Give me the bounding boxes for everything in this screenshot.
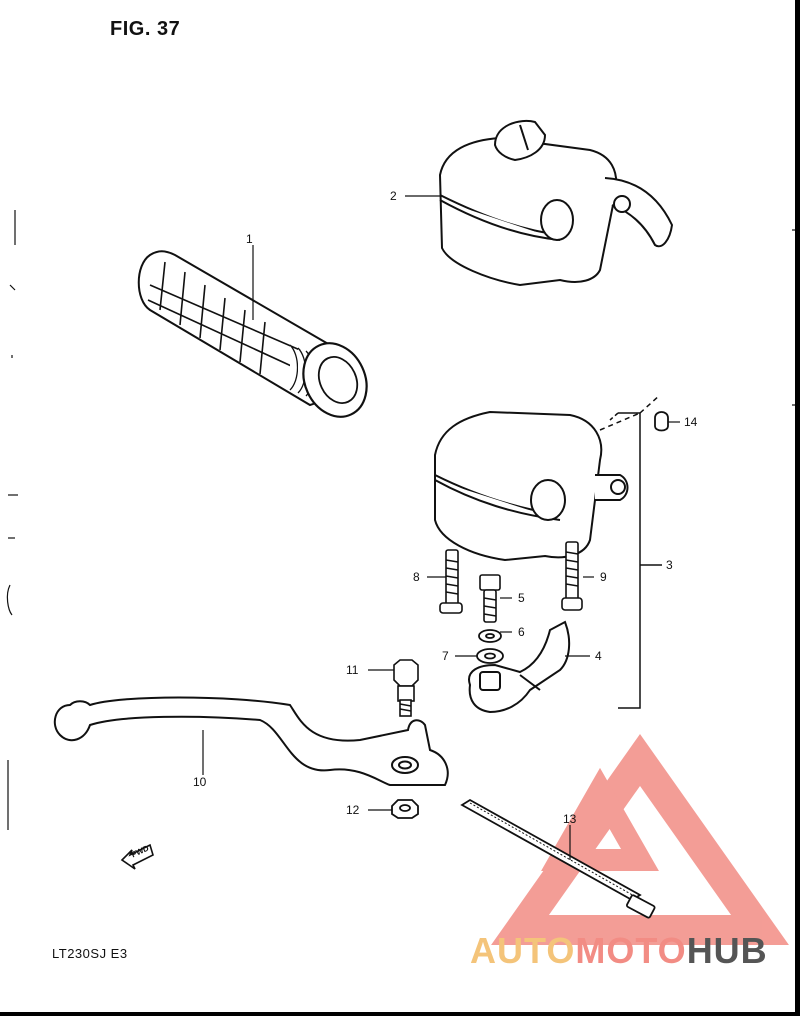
washer-part-6 bbox=[478, 629, 502, 643]
callout-2: 2 bbox=[390, 189, 397, 203]
callout-3: 3 bbox=[666, 558, 673, 572]
right-edge-border bbox=[795, 0, 800, 1016]
lever-part-10 bbox=[53, 696, 449, 786]
fwd-arrow-icon bbox=[120, 843, 154, 870]
master-cylinder-bracket-line bbox=[599, 394, 662, 709]
callout-5: 5 bbox=[518, 591, 525, 605]
model-code: LT230SJ E3 bbox=[52, 946, 128, 961]
master-cylinder-body bbox=[434, 410, 629, 562]
nut-part-12 bbox=[391, 799, 419, 819]
scan-marks bbox=[6, 210, 796, 830]
callout-13: 13 bbox=[563, 812, 577, 826]
leader-lines bbox=[202, 195, 680, 860]
watermark-logo bbox=[491, 733, 789, 945]
bracket-part-4 bbox=[468, 620, 571, 714]
cap-part-14 bbox=[654, 411, 669, 432]
washer-part-7 bbox=[476, 648, 504, 664]
bottom-edge-border bbox=[0, 1012, 800, 1016]
watermark-brand: AUTOMOTOHUB bbox=[470, 930, 768, 971]
switch-housing-part-2 bbox=[438, 120, 674, 287]
callout-10: 10 bbox=[193, 775, 207, 789]
callout-8: 8 bbox=[413, 570, 420, 584]
screw-part-9 bbox=[561, 541, 583, 611]
callout-9: 9 bbox=[600, 570, 607, 584]
bolt-part-5 bbox=[479, 574, 501, 623]
callout-6: 6 bbox=[518, 625, 525, 639]
callout-1: 1 bbox=[246, 232, 253, 246]
cable-tie-part-13 bbox=[460, 798, 656, 919]
grip-part-1 bbox=[137, 250, 368, 418]
figure-title: FIG. 37 bbox=[110, 18, 181, 40]
callout-14: 14 bbox=[684, 415, 698, 429]
screw-part-8 bbox=[439, 549, 463, 614]
pivot-bolt-part-11 bbox=[393, 659, 419, 717]
callout-7: 7 bbox=[442, 649, 449, 663]
callout-11: 11 bbox=[346, 663, 359, 677]
callout-4: 4 bbox=[595, 649, 602, 663]
callout-12: 12 bbox=[346, 803, 360, 817]
